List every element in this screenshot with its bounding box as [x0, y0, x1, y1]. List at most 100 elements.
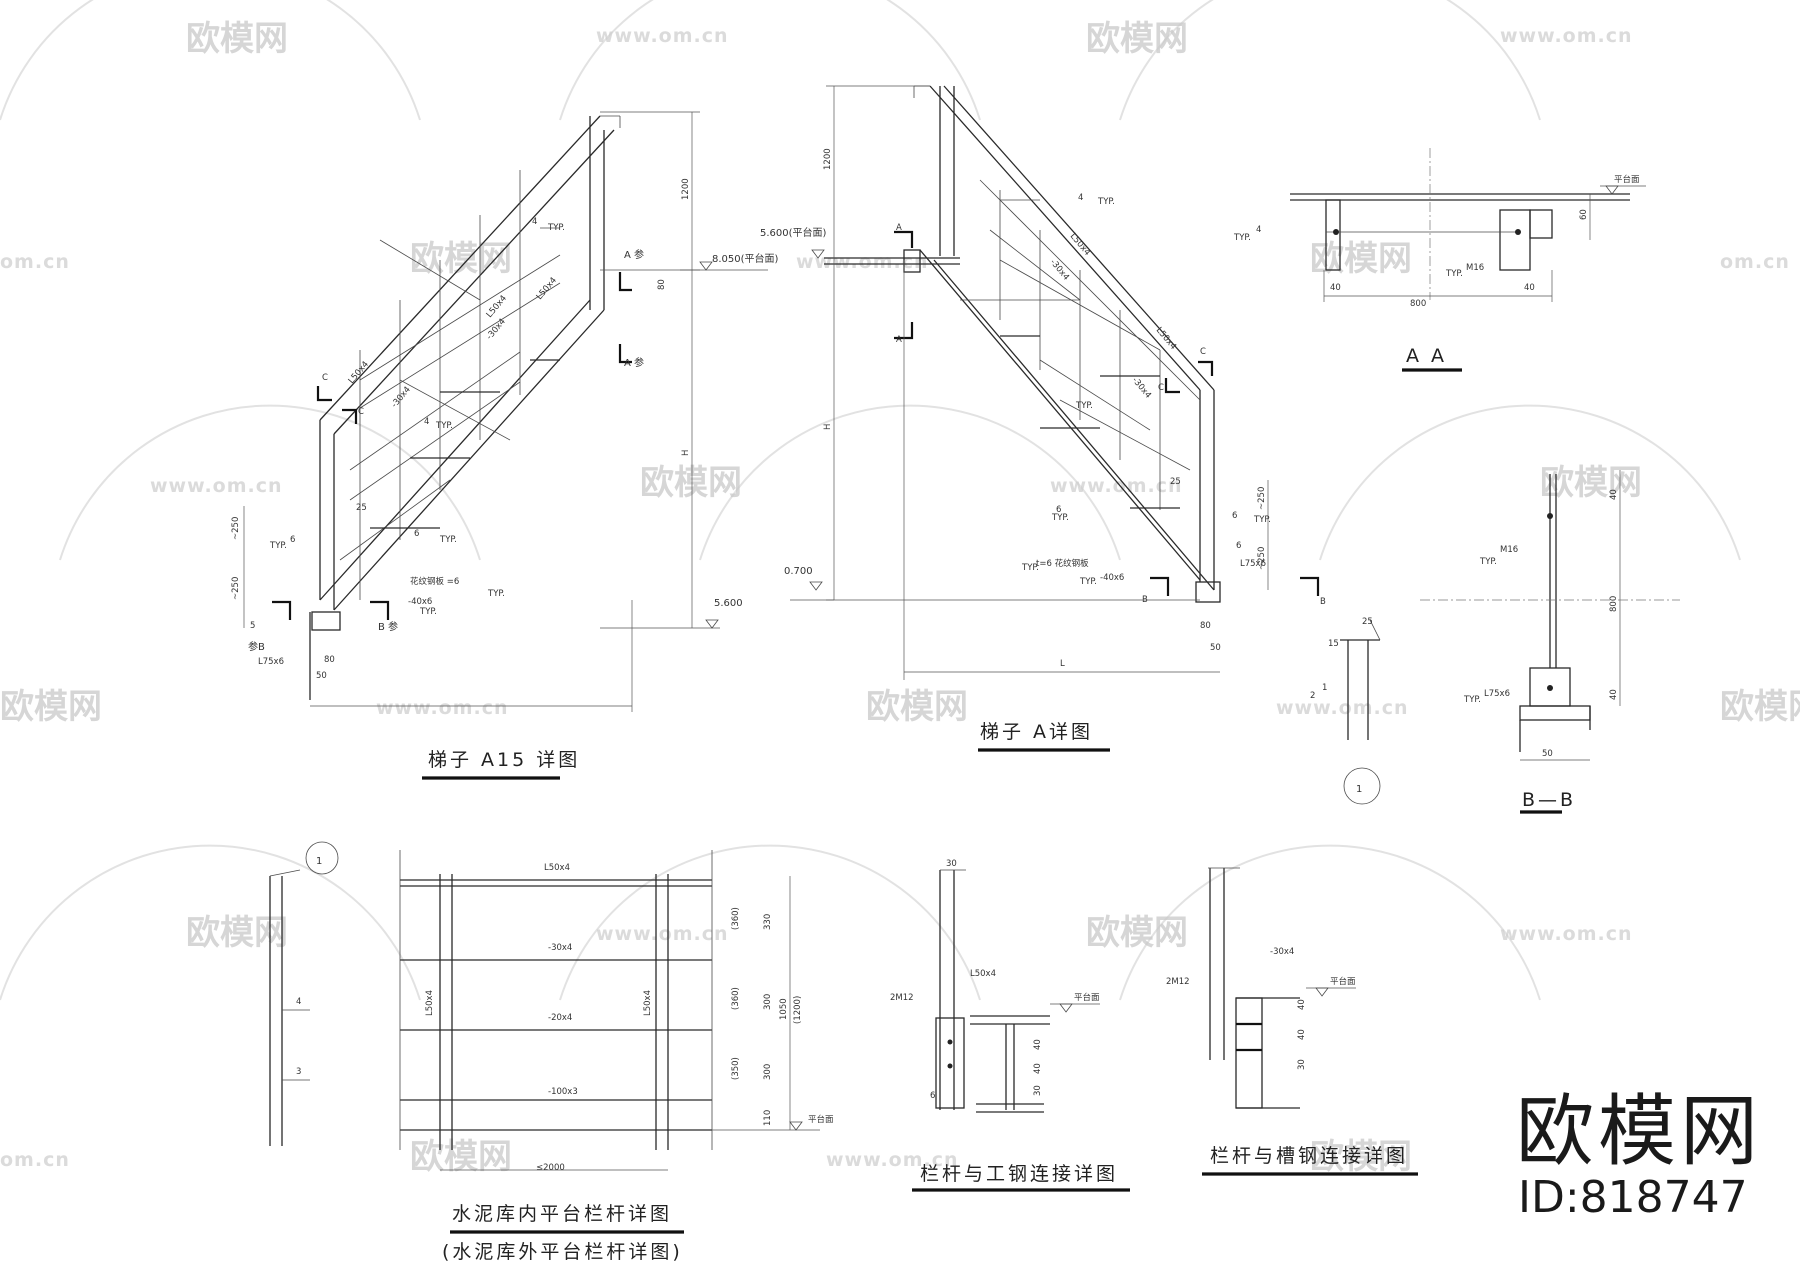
svg-text:800: 800 [1410, 299, 1426, 309]
svg-text:(350): (350) [731, 1057, 741, 1080]
svg-text:4: 4 [532, 217, 537, 227]
svg-text:5: 5 [250, 621, 255, 631]
svg-text:M16: M16 [1466, 263, 1484, 273]
svg-text:L50x4: L50x4 [425, 990, 435, 1016]
svg-text:60: 60 [1579, 209, 1589, 220]
svg-text:TYP.: TYP. [1021, 563, 1039, 573]
svg-text:-40x6: -40x6 [1100, 573, 1124, 583]
svg-text:≤2000: ≤2000 [536, 1163, 565, 1173]
svg-text:2: 2 [1310, 691, 1315, 701]
railing-detail: 1 4 3 平台面 330 300 300 110 (360) (360) (3… [269, 841, 834, 1263]
watermark-url: www.om.cn [1500, 923, 1633, 945]
svg-text:6: 6 [414, 529, 419, 539]
svg-text:(360): (360) [731, 987, 741, 1010]
watermark-brand: 欧模网 [0, 687, 102, 727]
svg-text:330: 330 [763, 914, 773, 930]
railing-channel-detail: 平台面 -30x4 2M12 40 40 30 栏杆与槽钢连接详图 [1166, 867, 1418, 1176]
svg-text:L50x4: L50x4 [1154, 326, 1178, 352]
svg-text:平台面: 平台面 [1614, 174, 1640, 185]
svg-text:1200: 1200 [681, 178, 691, 200]
svg-text:TYP.: TYP. [1075, 401, 1093, 411]
svg-text:300: 300 [763, 994, 773, 1010]
svg-text:TYP.: TYP. [1051, 513, 1069, 523]
svg-text:C: C [1200, 347, 1206, 357]
svg-text:-30x4: -30x4 [390, 385, 413, 410]
ladder-a-detail: C C A A B B 1200 H L ~250 ~250 5.600(平台面… [760, 85, 1326, 680]
detail-marker: 1 [1356, 784, 1362, 795]
svg-text:300: 300 [763, 1064, 773, 1080]
svg-text:L75x6: L75x6 [258, 657, 284, 667]
watermark-url: www.om.cn [1276, 697, 1409, 719]
svg-text:平台面: 平台面 [1074, 992, 1100, 1003]
svg-text:TYP.: TYP. [269, 541, 287, 551]
svg-text:(360): (360) [731, 907, 741, 930]
svg-text:110: 110 [763, 1110, 773, 1126]
watermark-brand: 欧模网 [1310, 239, 1412, 279]
svg-text:(1200): (1200) [793, 996, 803, 1024]
svg-text:C: C [322, 373, 328, 383]
watermark-url: www.om.cn [826, 1149, 959, 1171]
watermark-brand: 欧模网 [1310, 1137, 1412, 1177]
railing-inner-title: 水泥库内平台栏杆详图 [452, 1203, 672, 1225]
svg-text:~250: ~250 [231, 577, 241, 600]
svg-text:L50x4: L50x4 [485, 294, 509, 320]
svg-text:40: 40 [1297, 999, 1307, 1010]
svg-text:L75x6: L75x6 [1484, 689, 1510, 699]
svg-text:B 参: B 参 [378, 620, 398, 633]
watermark-url: www.om.cn [596, 25, 729, 47]
watermark-brand: 欧模网 [1720, 687, 1800, 727]
watermark-url: www.om.cn [596, 923, 729, 945]
watermark-url: www.om.cn [150, 475, 283, 497]
svg-text:50: 50 [316, 671, 327, 681]
svg-text:50: 50 [1210, 643, 1221, 653]
section-bb-title: B—B [1522, 789, 1576, 811]
svg-text:M16: M16 [1500, 545, 1518, 555]
svg-text:TYP.: TYP. [435, 421, 453, 431]
svg-text:参B: 参B [248, 640, 265, 653]
svg-text:1: 1 [1322, 683, 1327, 693]
svg-text:L50x4: L50x4 [347, 360, 371, 386]
svg-text:-30x4: -30x4 [1130, 376, 1153, 401]
svg-text:5.600: 5.600 [714, 598, 743, 609]
svg-text:平台面: 平台面 [1330, 976, 1356, 987]
svg-text:40: 40 [1330, 283, 1341, 293]
svg-text:H: H [823, 424, 833, 430]
svg-text:1200: 1200 [823, 148, 833, 170]
svg-text:30: 30 [1297, 1059, 1307, 1070]
railing-ibeam-detail: 平台面 L50x4 2M12 6 30 40 40 30 栏杆与工钢连接详图 [890, 859, 1130, 1192]
svg-text:6: 6 [1236, 541, 1241, 551]
svg-text:花纹钢板 =6: 花纹钢板 =6 [410, 576, 459, 587]
svg-text:40: 40 [1297, 1029, 1307, 1040]
svg-text:4: 4 [296, 997, 301, 1007]
watermark-url: www.om.cn [1050, 475, 1183, 497]
svg-text:C: C [358, 407, 364, 417]
svg-text:50: 50 [1542, 749, 1553, 759]
svg-text:TYP.: TYP. [1233, 233, 1251, 243]
svg-text:A: A [896, 335, 902, 345]
watermark-brand: 欧模网 [1086, 913, 1188, 953]
svg-text:TYP.: TYP. [547, 223, 565, 233]
svg-text:40: 40 [1524, 283, 1535, 293]
watermark-brand: 欧模网 [866, 687, 968, 727]
svg-text:TYP.: TYP. [1445, 269, 1463, 279]
ladder-a15-title: 梯子 A15 详图 [428, 749, 580, 771]
svg-text:6: 6 [1232, 511, 1237, 521]
svg-text:5.600(平台面): 5.600(平台面) [760, 226, 827, 239]
logo-text: 欧模网 [1516, 1087, 1762, 1177]
watermark-url: www.om.cn [796, 251, 929, 273]
watermark-brand: 欧模网 [410, 239, 512, 279]
watermark-url: www.om.cn [1500, 25, 1633, 47]
svg-text:2M12: 2M12 [1166, 977, 1190, 987]
svg-text:-30x4: -30x4 [1048, 258, 1071, 283]
svg-text:1: 1 [316, 856, 322, 867]
svg-text:800: 800 [1609, 596, 1619, 612]
svg-text:L50x4: L50x4 [643, 990, 653, 1016]
watermark-url: www.om.cn [376, 697, 509, 719]
watermark-url: om.cn [1720, 251, 1790, 273]
railing-ibeam-title: 栏杆与工钢连接详图 [920, 1163, 1118, 1185]
logo-id: ID:818747 [1518, 1172, 1748, 1223]
svg-text:L50x4: L50x4 [535, 276, 559, 302]
svg-text:6: 6 [290, 535, 295, 545]
svg-text:4: 4 [1256, 225, 1261, 235]
